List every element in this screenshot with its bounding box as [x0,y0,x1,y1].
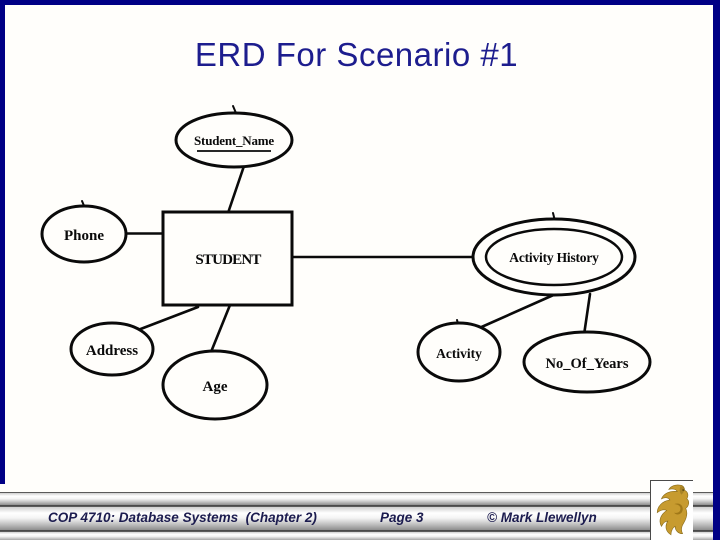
attribute-oval-phone [40,204,128,264]
footer-bar-top [0,492,713,506]
footer-course-text: COP 4710: Database Systems (Chapter 2) [48,510,317,525]
connector-studentname-student [226,164,246,215]
connector-student-age [209,303,232,354]
footer-bar-main [0,506,713,531]
slide-border-left [0,0,5,484]
ucf-pegasus-icon [656,484,689,536]
attribute-oval-no-of-years [522,330,652,394]
erd-diagram: STUDENT Student_Name Phone Address Age A… [40,105,652,421]
slide-border-top [0,0,720,5]
connector-student-address [136,305,200,332]
attribute-label-age: Age [203,379,228,395]
connector-activityhistory-noofyears [582,292,592,337]
footer-bar-bottom [0,531,713,540]
attribute-oval-student-name [174,111,294,169]
attribute-label-activity-history: Activity History [509,250,599,265]
slide-border-right [713,0,720,540]
attribute-label-address: Address [86,343,138,359]
footer-page-number: Page 3 [380,510,424,525]
attribute-oval-activity [416,321,502,383]
entity-student-box [161,210,294,307]
attribute-oval-age [161,349,269,421]
attribute-oval-address [69,321,155,377]
attribute-oval-activity-history-inner [484,227,624,287]
attribute-oval-activity-history-outer [471,217,637,297]
attribute-label-no-of-years: No_Of_Years [546,356,629,372]
page-title: ERD For Scenario #1 [194,36,519,73]
attribute-label-student-name: Student_Name [194,133,274,148]
connector-activityhistory-activity [475,291,560,331]
logo-panel [650,480,693,540]
footer-copyright: © Mark Llewellyn [487,510,597,525]
entity-student-label: STUDENT [195,252,261,268]
attribute-label-activity: Activity [436,346,482,361]
attribute-label-phone: Phone [64,228,104,244]
